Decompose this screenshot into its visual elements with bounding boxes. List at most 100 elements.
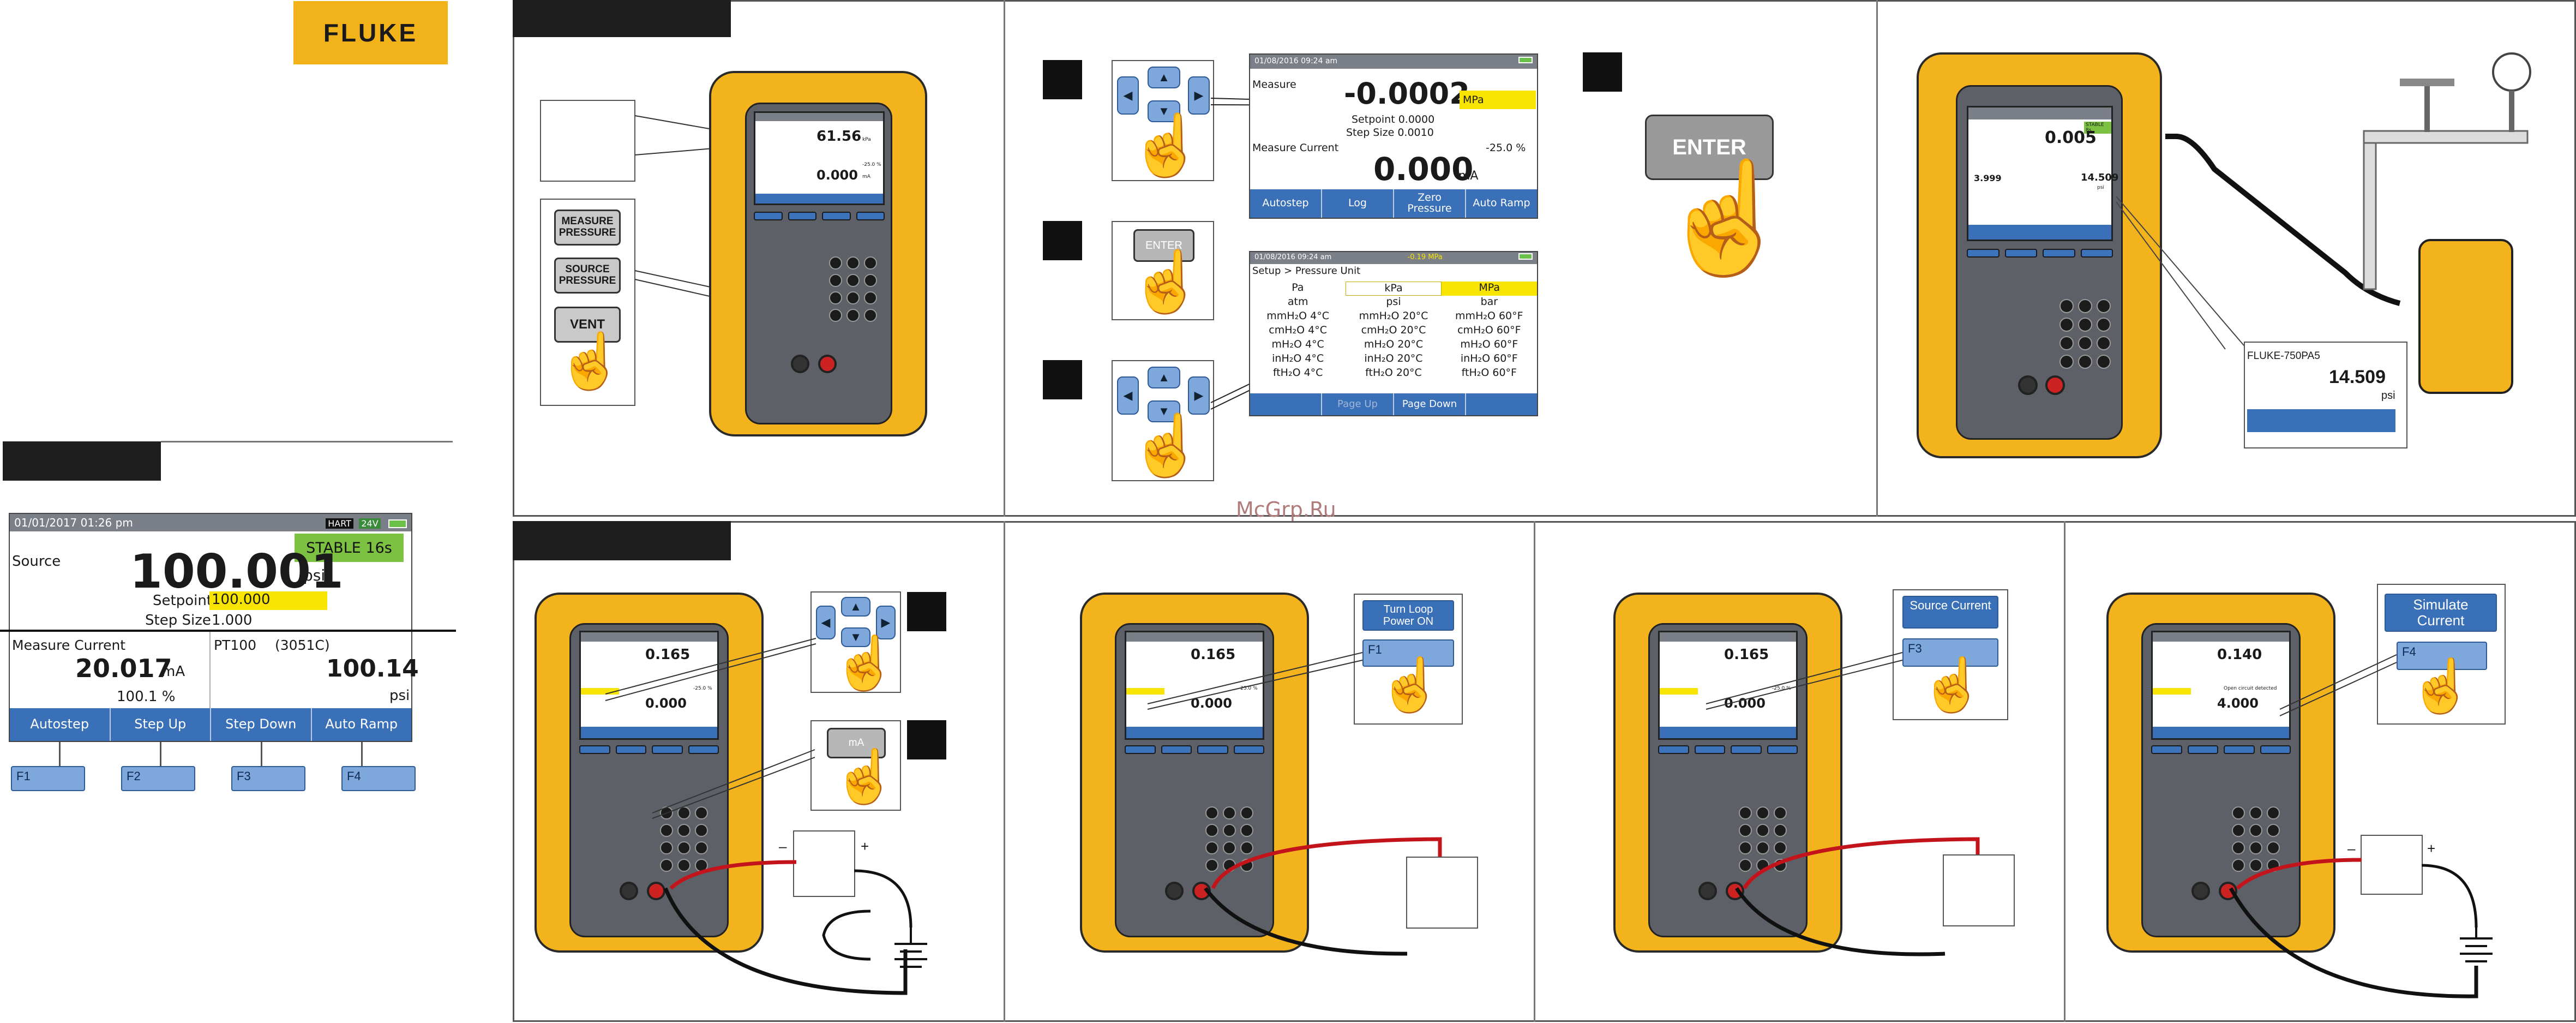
f1-key[interactable]: F1: [11, 766, 85, 791]
large-display-screen: 01/01/2017 01:26 pm HART 24V STABLE 16s …: [9, 513, 419, 742]
unit-option[interactable]: ftH₂O 60°F: [1461, 367, 1517, 379]
turn-loop-power-label: Turn Loop Power ON: [1362, 600, 1454, 631]
softkey-bar: Autostep Step Up Step Down Auto Ramp: [10, 708, 411, 741]
source-label: Source: [12, 553, 61, 570]
datetime-text: 01/08/2016 09:24 am: [1254, 57, 1338, 65]
unit-option[interactable]: mH₂O 60°F: [1460, 338, 1518, 350]
source-unit: psi: [303, 566, 326, 584]
softkey-autostep[interactable]: Autostep: [1250, 189, 1322, 218]
unit-row: mmH₂O 4°C mmH₂O 20°C mmH₂O 60°F: [1250, 310, 1537, 324]
unit-option[interactable]: cmH₂O 60°F: [1457, 324, 1521, 336]
hart-badge: HART: [326, 518, 353, 529]
softkey-blank-1: [1250, 393, 1322, 415]
plus-label: +: [2427, 840, 2436, 857]
pointing-hand-icon: ☝: [556, 331, 625, 392]
right-arrow-icon[interactable]: ▶: [876, 606, 896, 639]
pointing-hand-icon: ☝: [832, 634, 898, 692]
module-popup-value: 14.509: [2329, 367, 2386, 387]
unit-option[interactable]: inH₂O 60°F: [1460, 352, 1518, 364]
load-box-1: [793, 830, 855, 897]
f3-key[interactable]: F3: [231, 766, 305, 791]
unit-option[interactable]: mmH₂O 60°F: [1455, 310, 1523, 322]
softkey-step-up[interactable]: Step Up: [111, 708, 211, 741]
screen-separator-line: [0, 630, 456, 632]
softkey-auto-ramp[interactable]: Auto Ramp: [1473, 197, 1530, 210]
bottom-panel-frame: [513, 521, 2576, 1022]
unit-option[interactable]: inH₂O 20°C: [1364, 352, 1423, 364]
unit-option[interactable]: psi: [1386, 296, 1401, 308]
unit-option[interactable]: MPa: [1442, 282, 1538, 296]
unit-option[interactable]: inH₂O 4°C: [1272, 352, 1324, 364]
up-arrow-icon[interactable]: ▲: [1148, 367, 1180, 388]
down-arrow-icon[interactable]: ▼: [841, 627, 870, 647]
softkey-step-down[interactable]: Step Down: [211, 708, 312, 741]
lcd-value: 0.165: [645, 647, 690, 663]
lcd-value-3: 14.509: [2081, 172, 2119, 183]
softkey-page-up[interactable]: Page Up: [1322, 393, 1394, 415]
softkey-auto-ramp[interactable]: Auto Ramp: [325, 716, 398, 732]
f1-key-callout[interactable]: F1: [1362, 639, 1454, 667]
softkey-page-down[interactable]: Page Down: [1394, 393, 1466, 415]
navigation-dpad-2[interactable]: ▲ ◀ ▶ ▼: [1117, 367, 1210, 427]
pointing-hand-icon: ☝: [1658, 157, 1794, 279]
unit-option[interactable]: mH₂O 4°C: [1271, 338, 1324, 350]
step-number-box-3: [1043, 360, 1082, 399]
datetime-text: 01/01/2017 01:26 pm: [14, 516, 133, 529]
step-number-box-4: [1583, 52, 1622, 92]
unit-option[interactable]: cmH₂O 4°C: [1269, 324, 1328, 336]
unit-option[interactable]: Pa: [1292, 282, 1304, 294]
unit-option[interactable]: cmH₂O 20°C: [1361, 324, 1426, 336]
setpoint-label: Setpoint: [153, 593, 213, 609]
unit-option[interactable]: ftH₂O 4°C: [1272, 367, 1323, 379]
f2-key[interactable]: F2: [121, 766, 195, 791]
step-number-box-5: [907, 592, 946, 631]
down-arrow-icon[interactable]: ▼: [1148, 100, 1180, 122]
unit-option[interactable]: mmH₂O 4°C: [1266, 310, 1330, 322]
measure-pressure-key[interactable]: MEASURE PRESSURE: [554, 210, 621, 246]
softkey-autostep[interactable]: Autostep: [10, 708, 111, 741]
right-arrow-icon[interactable]: ▶: [1188, 76, 1210, 115]
right-arrow-icon[interactable]: ▶: [1188, 376, 1210, 415]
unit-option[interactable]: bar: [1480, 296, 1498, 308]
stepsize-value: 1.000: [212, 612, 253, 629]
ma-key[interactable]: mA: [827, 728, 886, 758]
navigation-dpad-3[interactable]: ▲ ◀ ▶ ▼: [816, 597, 896, 651]
softkey-zero-pressure[interactable]: Zero Pressure: [1394, 189, 1466, 218]
down-arrow-icon[interactable]: ▼: [1148, 400, 1180, 422]
enter-key-small[interactable]: ENTER: [1133, 229, 1194, 262]
lcd-value: 61.56: [816, 128, 862, 145]
measure-label: Measure Current: [12, 637, 126, 653]
source-pressure-key[interactable]: SOURCE PRESSURE: [554, 258, 621, 294]
top-divider-1: [1004, 0, 1005, 517]
left-arrow-icon[interactable]: ◀: [1117, 76, 1139, 115]
navigation-dpad-1[interactable]: ▲ ◀ ▶ ▼: [1117, 67, 1210, 127]
battery-icon: [1518, 57, 1533, 63]
lcd-unit: kPa: [862, 137, 871, 142]
f4-key[interactable]: F4: [341, 766, 416, 791]
top-heading-bar: [513, 0, 731, 37]
up-arrow-icon[interactable]: ▲: [841, 597, 870, 617]
unit-option[interactable]: kPa: [1345, 282, 1442, 296]
unit-option[interactable]: ftH₂O 20°C: [1365, 367, 1422, 379]
vent-key[interactable]: VENT: [554, 307, 621, 343]
left-arrow-icon[interactable]: ◀: [1117, 376, 1139, 415]
minus-label: –: [2347, 840, 2356, 857]
up-arrow-icon[interactable]: ▲: [1148, 67, 1180, 88]
f4-key-callout[interactable]: F4: [2397, 642, 2487, 670]
f3-key-callout[interactable]: F3: [1902, 638, 1998, 667]
enter-key-large[interactable]: ENTER: [1645, 115, 1774, 180]
left-arrow-icon[interactable]: ◀: [816, 606, 836, 639]
current-unit: mA: [1458, 169, 1479, 183]
display-callout-box: [540, 100, 635, 182]
unit-option[interactable]: mH₂O 20°C: [1364, 338, 1424, 350]
lcd-value-2: 4.000: [2217, 696, 2259, 711]
setpoint-value: 100.000: [209, 591, 327, 610]
unit-option[interactable]: atm: [1287, 296, 1308, 308]
measure-unit: mA: [161, 663, 185, 680]
softkey-log[interactable]: Log: [1322, 189, 1394, 218]
unit-option[interactable]: mmH₂O 20°C: [1359, 310, 1428, 322]
